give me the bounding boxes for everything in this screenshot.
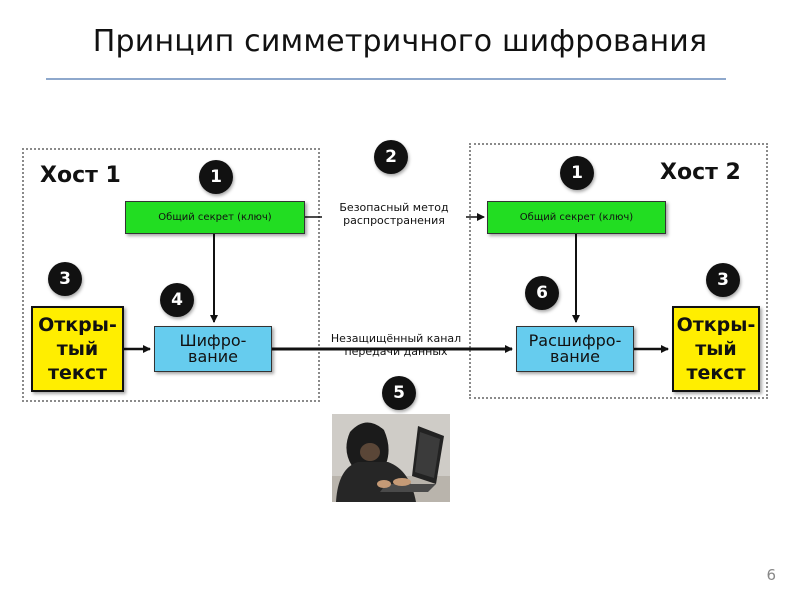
step-badge-6: 6 (525, 276, 559, 310)
decryption-box-text: Расшифро- вание (528, 331, 622, 366)
host-2-label: Хост 2 (660, 160, 741, 185)
host-2-frame (469, 143, 768, 399)
insecure-channel-label: Незащищённый канал передачи данных (330, 332, 462, 358)
title-underline (46, 78, 726, 80)
step-badge-3-left: 3 (48, 262, 82, 296)
page-title: Принцип симметричного шифрования (92, 24, 708, 59)
hacker-illustration (332, 414, 450, 502)
host-1-label: Хост 1 (40, 163, 121, 188)
shared-secret-key-right-text: Общий секрет (ключ) (519, 212, 634, 223)
plaintext-box-right: Откры- тый текст (672, 306, 760, 392)
shared-secret-key-left: Общий секрет (ключ) (125, 201, 305, 234)
step-badge-1-right: 1 (560, 156, 594, 190)
encryption-box: Шифро- вание (154, 326, 272, 372)
step-badge-5: 5 (382, 376, 416, 410)
plaintext-box-left: Откры- тый текст (31, 306, 124, 392)
plaintext-box-right-text: Откры- тый текст (676, 314, 756, 384)
page-number: 6 (766, 566, 776, 584)
step-badge-1-left: 1 (199, 160, 233, 194)
host-1-frame (22, 148, 320, 402)
step-badge-2: 2 (374, 140, 408, 174)
secure-channel-label: Безопасный метод распространения (322, 201, 466, 227)
plaintext-box-left-text: Откры- тый текст (38, 314, 117, 384)
decryption-box: Расшифро- вание (516, 326, 634, 372)
encryption-box-text: Шифро- вание (179, 331, 247, 366)
shared-secret-key-right: Общий секрет (ключ) (487, 201, 666, 234)
step-badge-4: 4 (160, 283, 194, 317)
step-badge-3-right: 3 (706, 263, 740, 297)
shared-secret-key-left-text: Общий секрет (ключ) (158, 212, 272, 223)
